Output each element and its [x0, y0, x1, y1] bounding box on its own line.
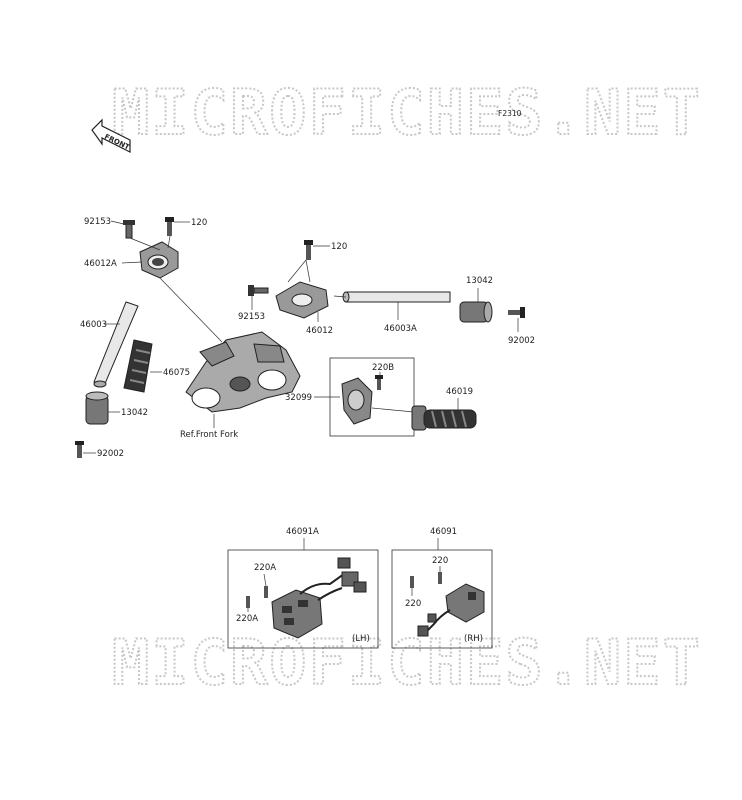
- label-220B: 220B: [372, 363, 394, 373]
- screw-92002-left: [75, 441, 84, 458]
- throttle-housing-32099: [341, 377, 373, 425]
- triple-clamp: [185, 331, 301, 413]
- label-120-left: 120: [191, 218, 207, 228]
- watermark-bottom: MICROFICHES.NET: [112, 626, 702, 699]
- clamp-46012A: [139, 241, 179, 279]
- label-220-top: 220: [432, 556, 448, 566]
- screw-220A-top: [264, 586, 268, 598]
- bolt-92153-left: [123, 220, 135, 239]
- label-13042-left: 13042: [121, 408, 148, 418]
- bolt-92153-right: [248, 285, 269, 296]
- label-220A-bottom: 220A: [236, 614, 258, 624]
- screw-220A-bottom: [246, 596, 250, 608]
- screw-220B: [375, 375, 383, 390]
- watermark-top: MICROFICHES.NET: [112, 76, 702, 149]
- label-13042-right: 13042: [466, 276, 493, 286]
- handlebar-tube-46003A: [342, 291, 451, 303]
- label-46091: 46091: [430, 527, 457, 537]
- label-46012A: 46012A: [84, 259, 117, 269]
- label-46012: 46012: [306, 326, 333, 336]
- label-46091A: 46091A: [286, 527, 319, 537]
- label-ref-front-fork: Ref.Front Fork: [180, 430, 238, 440]
- label-rh: (RH): [464, 634, 483, 644]
- switch-housing-lh: [271, 557, 367, 639]
- label-lh: (LH): [352, 634, 370, 644]
- label-46003A: 46003A: [384, 324, 417, 334]
- screw-92002-right: [508, 307, 525, 318]
- label-46003: 46003: [80, 320, 107, 330]
- label-92002-right: 92002: [508, 336, 535, 346]
- label-220-left: 220: [405, 599, 421, 609]
- label-92002-left: 92002: [97, 449, 124, 459]
- screw-220-top: [438, 572, 442, 584]
- screw-220-left: [410, 576, 414, 588]
- switch-lh-box: [227, 549, 379, 649]
- switch-rh-box: [391, 549, 493, 649]
- label-32099: 32099: [285, 393, 312, 403]
- bolt-120-left: [165, 217, 174, 236]
- bolt-120-right: [304, 240, 313, 260]
- grip-46075: [123, 339, 153, 393]
- bar-end-13042-right: [459, 301, 493, 323]
- handlebar-tube-46003: [93, 301, 139, 388]
- label-120-right: 120: [331, 242, 347, 252]
- label-220A-top: 220A: [254, 563, 276, 573]
- diagram-code: F2310: [498, 109, 522, 118]
- clamp-46012: [275, 281, 329, 319]
- label-92153-right: 92153: [238, 312, 265, 322]
- switch-housing-rh: [417, 583, 485, 637]
- bar-end-13042-left: [85, 391, 109, 425]
- label-46019: 46019: [446, 387, 473, 397]
- throttle-grip-46019: [411, 405, 477, 431]
- label-92153-left: 92153: [84, 217, 111, 227]
- label-46075: 46075: [163, 368, 190, 378]
